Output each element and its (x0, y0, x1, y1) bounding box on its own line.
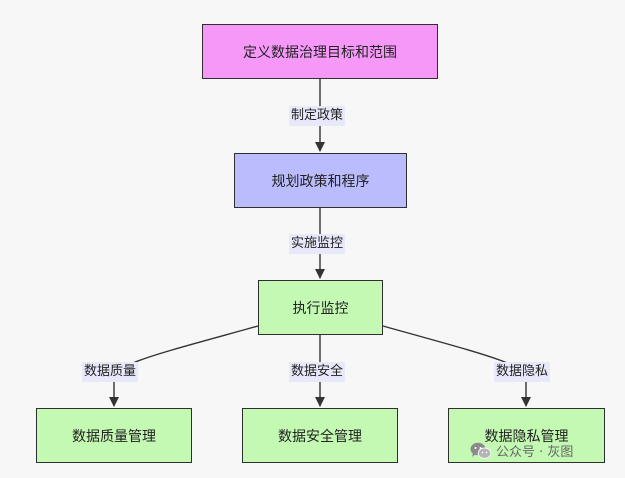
node-data-quality-mgmt: 数据质量管理 (36, 408, 192, 463)
wechat-icon (470, 442, 492, 460)
watermark: 公众号 · 灰图 (470, 441, 573, 460)
edge-label-monitor: 实施监控 (289, 234, 346, 254)
watermark-text: 公众号 · 灰图 (496, 445, 574, 460)
edge-label-quality: 数据质量 (82, 362, 139, 382)
node-define-goals: 定义数据治理目标和范围 (202, 24, 438, 79)
node-execute-monitor: 执行监控 (258, 280, 383, 335)
edge-label-privacy: 数据隐私 (494, 362, 551, 382)
edge-label-policy: 制定政策 (289, 106, 346, 126)
node-data-security-mgmt: 数据安全管理 (242, 408, 398, 463)
edge-label-security: 数据安全 (289, 362, 346, 382)
node-plan-policies: 规划政策和程序 (234, 153, 407, 208)
